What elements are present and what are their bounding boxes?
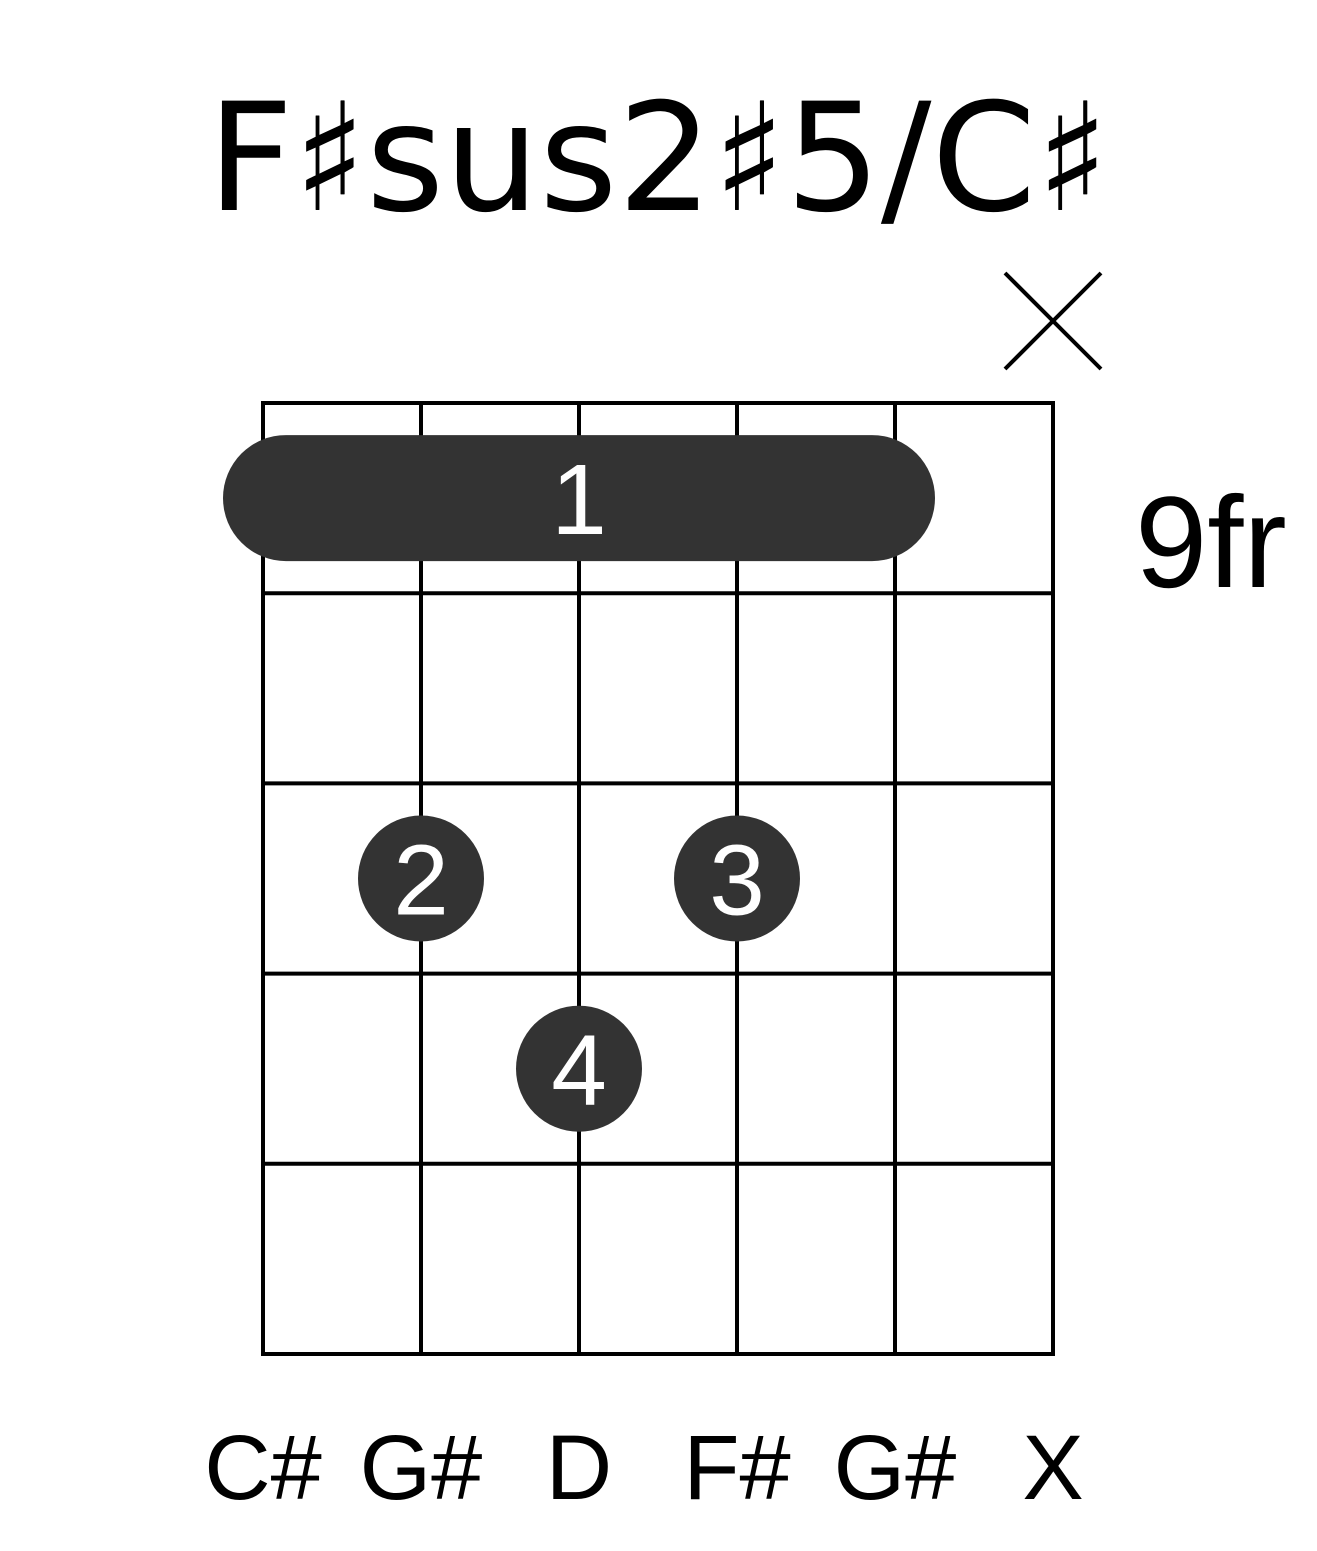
string-note-label: D [546,1417,612,1519]
finger-dot-circle [674,815,800,942]
finger-dot-label: 3 [709,825,765,937]
fret-position-label: 9fr [1135,469,1287,615]
finger-dot: 3 [674,815,800,942]
barre-layer: 1 [223,435,935,562]
string-note-label: X [1022,1417,1083,1519]
barre-finger-label: 1 [551,444,607,556]
finger-dot: 2 [358,815,484,942]
chord-title: F♯sus2♯5/C♯ [207,72,1109,246]
string-note-label: C# [204,1417,322,1519]
finger-dot-circle [358,815,484,942]
finger-dots: 2 34 [358,815,800,1132]
muted-cross-stroke [1003,271,1103,371]
finger-dot-label: 4 [551,1015,607,1127]
muted-string-icon [1003,271,1103,371]
muted-markers [1003,271,1103,371]
string-note-label: G# [834,1417,957,1519]
finger-dot: 4 [516,1005,642,1132]
string-note-label: F# [683,1417,790,1519]
barre [223,435,935,562]
string-note-label: G# [360,1417,483,1519]
finger-dot-circle [516,1005,642,1132]
finger-dot-label: 2 [393,825,449,937]
string-notes: C# G# D F# G# X [204,1417,1083,1519]
